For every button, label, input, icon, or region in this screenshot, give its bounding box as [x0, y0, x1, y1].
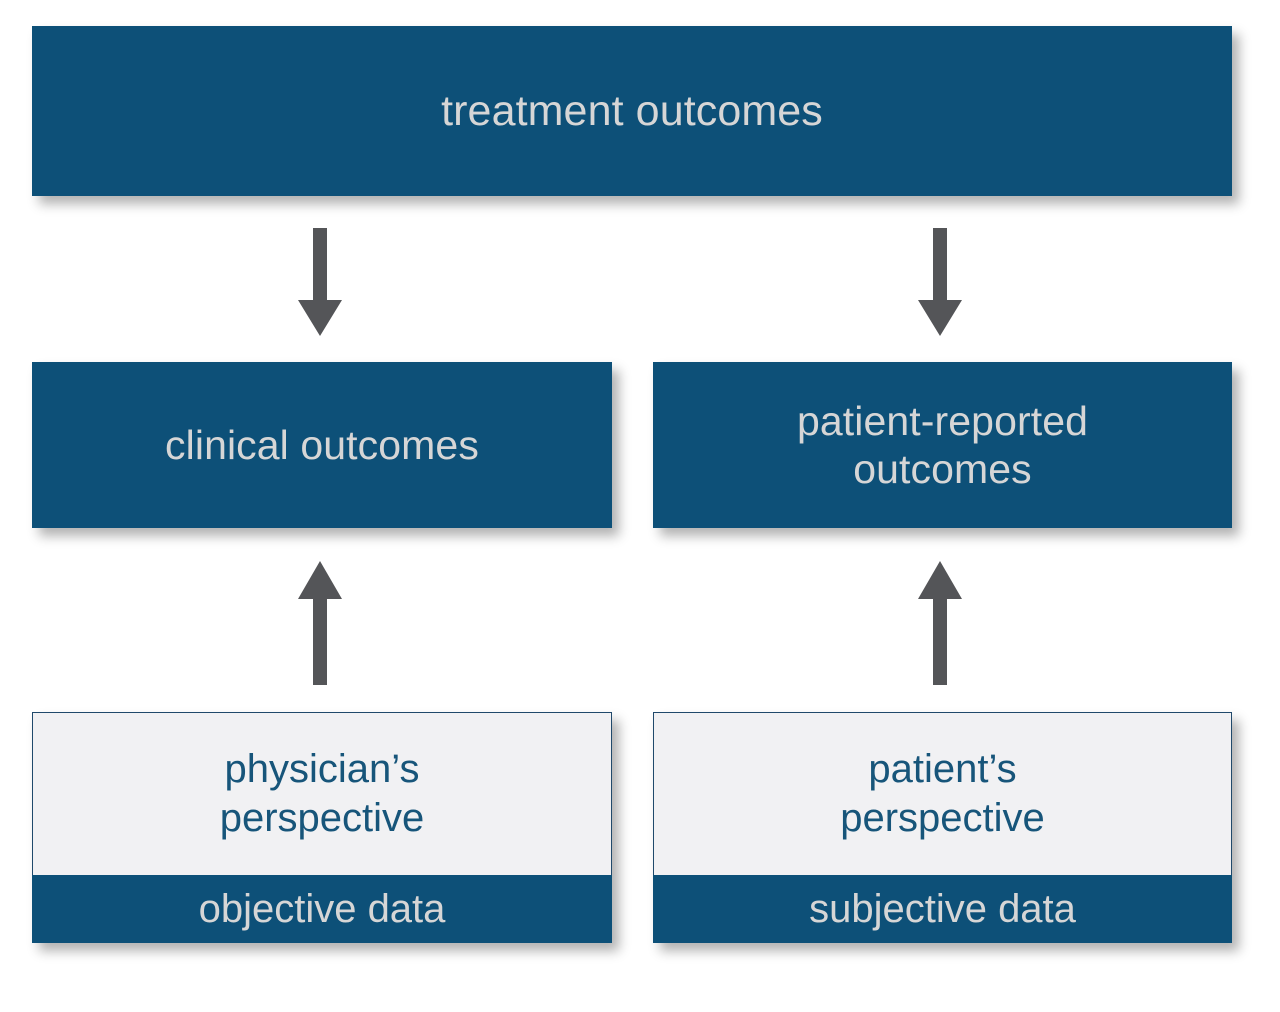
patient-perspective-label: patient’s perspective [840, 747, 1045, 840]
node-clinical-outcomes-label: clinical outcomes [165, 421, 479, 468]
arrow-down-icon [916, 228, 964, 338]
objective-data-panel: objective data [32, 875, 612, 943]
node-patient-perspective: patient’s perspective subjective data [653, 712, 1232, 943]
arrow-up-icon [916, 561, 964, 685]
node-physician-perspective: physician’s perspective objective data [32, 712, 612, 943]
node-treatment-outcomes-label: treatment outcomes [441, 86, 823, 135]
arrow-down-icon [296, 228, 344, 338]
node-patient-reported-outcomes-label: patient-reported outcomes [796, 397, 1089, 492]
physician-perspective-panel: physician’s perspective [32, 712, 612, 875]
physician-perspective-label: physician’s perspective [219, 747, 425, 840]
subjective-data-label: subjective data [809, 887, 1076, 931]
node-treatment-outcomes: treatment outcomes [32, 26, 1232, 196]
objective-data-label: objective data [198, 887, 446, 931]
patient-perspective-panel: patient’s perspective [653, 712, 1232, 875]
node-clinical-outcomes: clinical outcomes [32, 362, 612, 528]
arrow-up-icon [296, 561, 344, 685]
node-patient-reported-outcomes: patient-reported outcomes [653, 362, 1232, 528]
subjective-data-panel: subjective data [653, 875, 1232, 943]
